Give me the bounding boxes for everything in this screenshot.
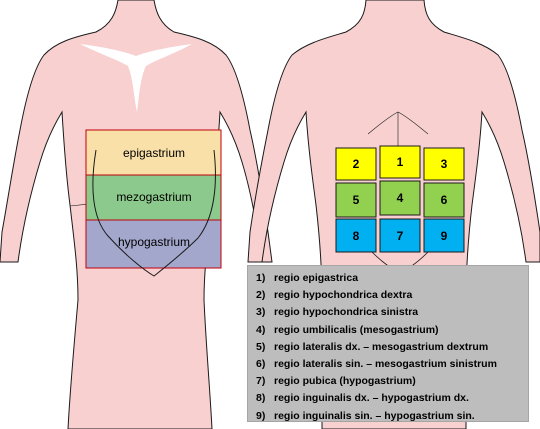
legend-number: 4) [256, 323, 266, 336]
legend-item: 5) regio lateralis dx. – mesogastrium dex… [256, 339, 528, 356]
region-4-box [379, 180, 421, 216]
legend-text: regio epigastrica [274, 272, 359, 284]
region-7-box [379, 218, 421, 253]
label-region-7: 7 [397, 229, 404, 243]
legend-item: 6) regio lateralis sin. – mesogastrium si… [256, 356, 528, 373]
legend-text: regio hypochondrica dextra [274, 289, 413, 302]
label-mezogastrium: mezogastrium [116, 190, 191, 204]
legend-text: regio hypochondrica sinistra [274, 306, 419, 319]
region-5-box [335, 182, 377, 218]
label-region-3: 3 [441, 157, 448, 171]
legend-number: 6) [256, 358, 266, 371]
legend-text: regio inguinalis sin. – hypogastrium sin… [274, 409, 475, 422]
region-3-box [423, 147, 465, 181]
legend-number: 9) [256, 409, 266, 422]
legend-number: 3) [256, 306, 266, 319]
regions-legend: 1) regio epigastrica 2) regio hypochondric… [247, 265, 529, 422]
label-region-5: 5 [353, 193, 360, 207]
legend-text: regio inguinalis dx. – hypogastrium dx. [274, 392, 469, 405]
region-mezogastrium-box [85, 174, 222, 221]
legend-item: 4) regio umbilicalis (mesogastrium) [256, 322, 528, 339]
label-epigastrium: epigastrium [123, 146, 185, 160]
front-collar-highlight [80, 44, 192, 112]
legend-item: 8) regio inguinalis dx. – hypogastrium dx… [256, 390, 528, 407]
label-region-9: 9 [441, 229, 448, 243]
legend-item: 1) regio epigastrica [256, 270, 528, 287]
legend-number: 2) [256, 289, 266, 302]
legend-item: 2) regio hypochondrica dextra [256, 287, 528, 304]
legend-number: 8) [256, 392, 266, 405]
legend-number: 5) [256, 340, 266, 353]
legend-text: regio umbilicalis (mesogastrium) [274, 323, 439, 336]
label-hypogastrium: hypogastrium [118, 235, 190, 249]
legend-number: 1) [256, 272, 266, 284]
label-region-1: 1 [397, 155, 404, 169]
region-9-box [423, 218, 465, 253]
legend-item: 7) regio pubica (hypogastrium) [256, 373, 528, 390]
legend-text: regio lateralis dx. – mesogastrium dextr… [274, 340, 489, 353]
label-region-6: 6 [441, 193, 448, 207]
legend-item: 3) regio hypochondrica sinistra [256, 304, 528, 321]
legend-text: regio lateralis sin. – mesogastrium sini… [274, 358, 497, 371]
legend-text: regio pubica (hypogastrium) [274, 375, 416, 388]
region-2-box [335, 147, 377, 181]
front-regions: epigastrium mezogastrium hypogastrium [85, 129, 222, 277]
legend-item: 9) regio inguinalis sin. – hypogastrium s… [256, 408, 528, 425]
region-1-box [379, 145, 421, 179]
region-hypogastrium-box [85, 219, 222, 269]
back-regions: 2 1 3 5 4 6 8 7 9 [335, 145, 465, 273]
legend-number: 7) [256, 375, 266, 388]
label-region-2: 2 [353, 157, 360, 171]
region-6-box [423, 182, 465, 218]
label-region-8: 8 [353, 229, 360, 243]
front-abdomen-outline [92, 149, 216, 277]
label-region-4: 4 [397, 191, 404, 205]
region-8-box [335, 218, 377, 253]
